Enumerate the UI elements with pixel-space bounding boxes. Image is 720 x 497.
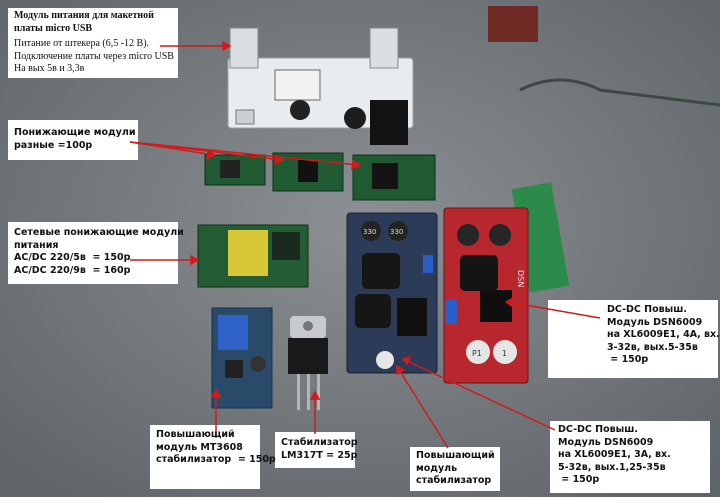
label-box-breadboard [8, 8, 178, 78]
cap-label-2: 330 [390, 228, 403, 236]
partial-board-top-right [488, 6, 538, 42]
pointer-arrows [129, 40, 601, 449]
label-boost-module: Повышающий модуль стабилизатор [416, 450, 495, 486]
label-lm317: Стабилизатор LM317T = 25р [281, 437, 358, 461]
stepdown-module-2 [272, 152, 344, 192]
label-breadboard-title: Модуль питания для макетной платы micro … [14, 10, 154, 34]
label-box-stepdown [8, 120, 138, 160]
label-acdc-modules: Сетевые понижающие модули питания AC/DC … [14, 227, 184, 276]
label-box-boost [410, 447, 500, 491]
label-dsn6009-4a: DC-DC Повыш. Модуль DSN6009 на XL6009E1,… [607, 304, 720, 365]
label-box-dsn6009-3a [550, 421, 710, 493]
stepdown-module-3 [352, 154, 436, 201]
label-box-mt3608 [150, 425, 260, 489]
label-stepdown-modules: Понижающие модули разные =100р [14, 127, 136, 151]
cap-label-4: 1 [502, 349, 507, 358]
dsn6009-blue-module: 330 330 [346, 212, 438, 374]
stepdown-module-1 [204, 154, 266, 186]
label-box-lm317 [275, 432, 355, 468]
label-box-acdc [8, 222, 178, 284]
cap-label-1: 330 [363, 228, 376, 236]
mt3608-module [211, 307, 273, 409]
dsn6009-red-module: P1 1 DSN [443, 207, 529, 384]
lm317-regulator [288, 316, 328, 410]
label-box-dsn6009-4a [548, 300, 718, 378]
label-breadboard-description: Питание от штекера (6,5 -12 В). Подключе… [14, 38, 174, 74]
acdc-module [197, 224, 309, 288]
avito-watermark: Avito [643, 465, 704, 489]
label-mt3608: Повышающий модуль MT3608 стабилизатор = … [156, 429, 276, 465]
cap-label-p1: P1 [472, 349, 482, 358]
board-mark-dsn: DSN [516, 270, 525, 287]
label-dsn6009-3a: DC-DC Повыш. Модуль DSN6009 на XL6009E1,… [558, 424, 671, 485]
breadboard-power-module [227, 27, 414, 145]
